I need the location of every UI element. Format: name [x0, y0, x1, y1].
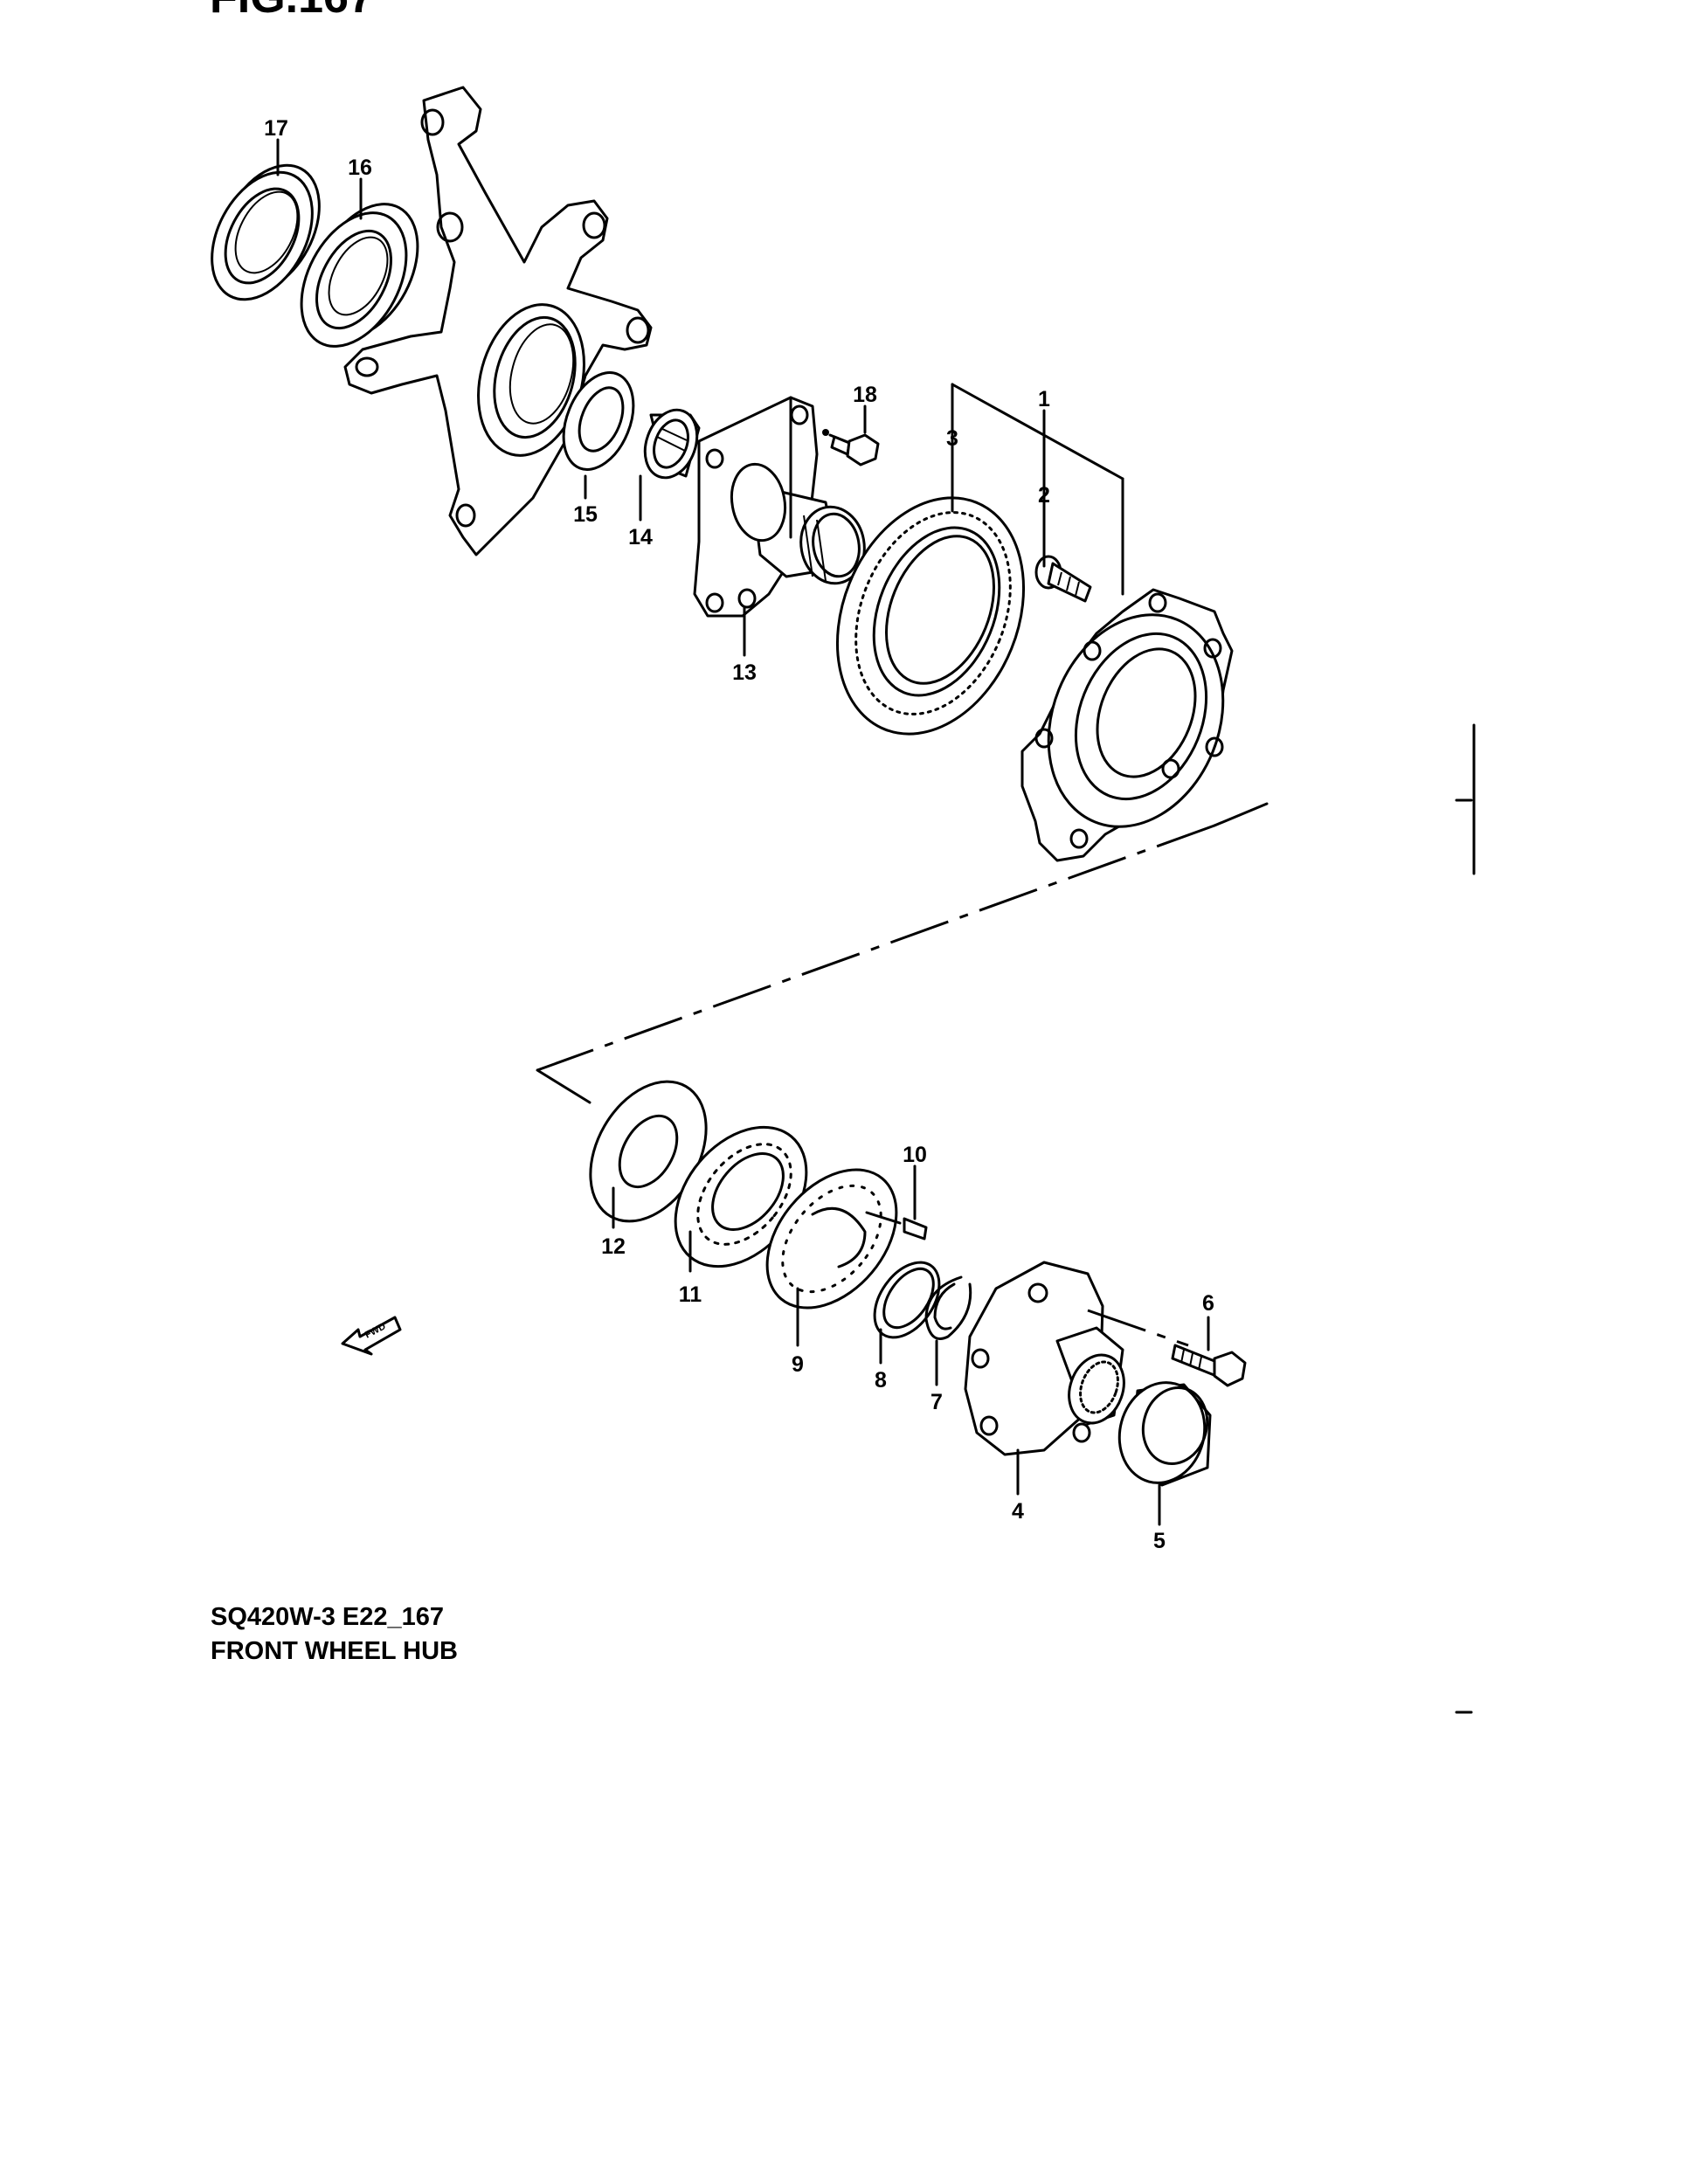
part-label-10: 10 — [903, 1143, 927, 1167]
hub-flange-1 — [1020, 588, 1234, 862]
abs-sensor-ring-3 — [835, 496, 1026, 736]
part-label-7: 7 — [930, 1390, 943, 1414]
figure-name: FRONT WHEEL HUB — [211, 1637, 459, 1665]
part-label-15: 15 — [573, 502, 598, 527]
figure-code: SQ420W-3 E22_167 — [211, 1603, 445, 1631]
fwd-direction-arrow: FWD — [341, 1316, 402, 1356]
figure-title: FIG.167 — [210, 0, 374, 23]
part-label-4: 4 — [1012, 1499, 1024, 1524]
part-label-6: 6 — [1202, 1291, 1214, 1316]
hub-bolt-2 — [1034, 555, 1092, 603]
margin-marks — [1455, 723, 1476, 1714]
part-label-13: 13 — [732, 660, 757, 685]
spindle-13 — [693, 396, 866, 618]
part-label-11: 11 — [679, 1282, 702, 1307]
oil-seal-17 — [211, 163, 321, 301]
part-label-16: 16 — [348, 156, 372, 180]
part-label-9: 9 — [792, 1352, 804, 1377]
part-label-12: 12 — [601, 1234, 626, 1259]
drive-flange-4 — [964, 1261, 1189, 1456]
steering-knuckle — [343, 86, 653, 556]
leader-lines — [276, 138, 1210, 1526]
ring-8 — [873, 1261, 941, 1339]
assembly-guide-line — [536, 802, 1269, 1104]
needle-bearing-14 — [643, 408, 701, 480]
lock-washer-9 — [765, 1168, 898, 1310]
part-label-17: 17 — [264, 116, 288, 141]
snap-ring-7 — [924, 1275, 972, 1340]
part-label-14: 14 — [628, 525, 653, 549]
part-label-3: 3 — [946, 426, 958, 451]
part-label-5: 5 — [1153, 1529, 1166, 1553]
cap-5 — [1117, 1381, 1212, 1487]
bolt-18 — [822, 429, 880, 467]
bolt-6 — [1171, 1344, 1247, 1387]
part-label-1: 1 — [1038, 387, 1050, 411]
part-label-2: 2 — [1038, 483, 1050, 508]
part-label-18: 18 — [853, 383, 877, 407]
seal-15 — [562, 371, 635, 471]
part-label-8: 8 — [875, 1368, 887, 1393]
bearing-16 — [300, 203, 419, 348]
